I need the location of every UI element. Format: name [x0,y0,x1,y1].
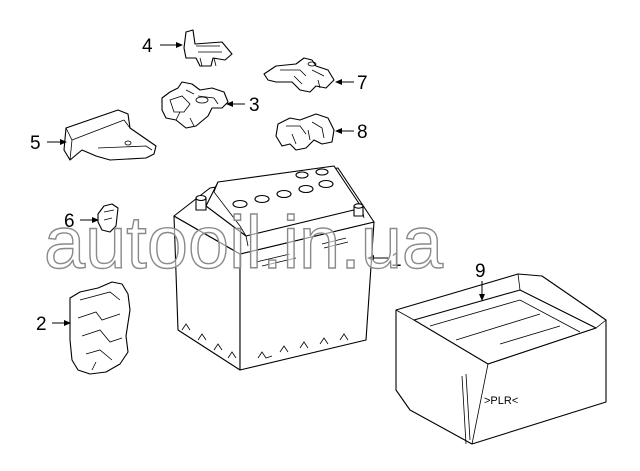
callout-9: 9 [475,261,486,282]
callout-6: 6 [64,211,75,232]
part-9-battery-tray: >PLR< 9 [395,261,607,445]
callout-5: 5 [30,133,41,154]
part-5-terminal-cover: 5 [30,109,157,161]
watermark-text: autooil.in.ua [44,201,444,284]
part-1-battery: 1 [173,165,402,371]
tray-marking: >PLR< [484,395,518,407]
callout-8: 8 [357,122,368,143]
callout-2: 2 [36,314,47,335]
callout-7: 7 [357,73,368,94]
part-7-clip: 7 [263,57,368,94]
part-6-hold-down: 6 [64,203,119,233]
part-3-terminal-clamp: 3 [161,81,260,129]
callout-4: 4 [142,36,153,57]
callout-3: 3 [249,95,260,116]
callout-1: 1 [391,250,402,271]
part-8-retainer: 8 [275,113,368,151]
part-2-bracket: 2 [36,281,131,375]
part-4-bracket: 4 [142,29,233,67]
